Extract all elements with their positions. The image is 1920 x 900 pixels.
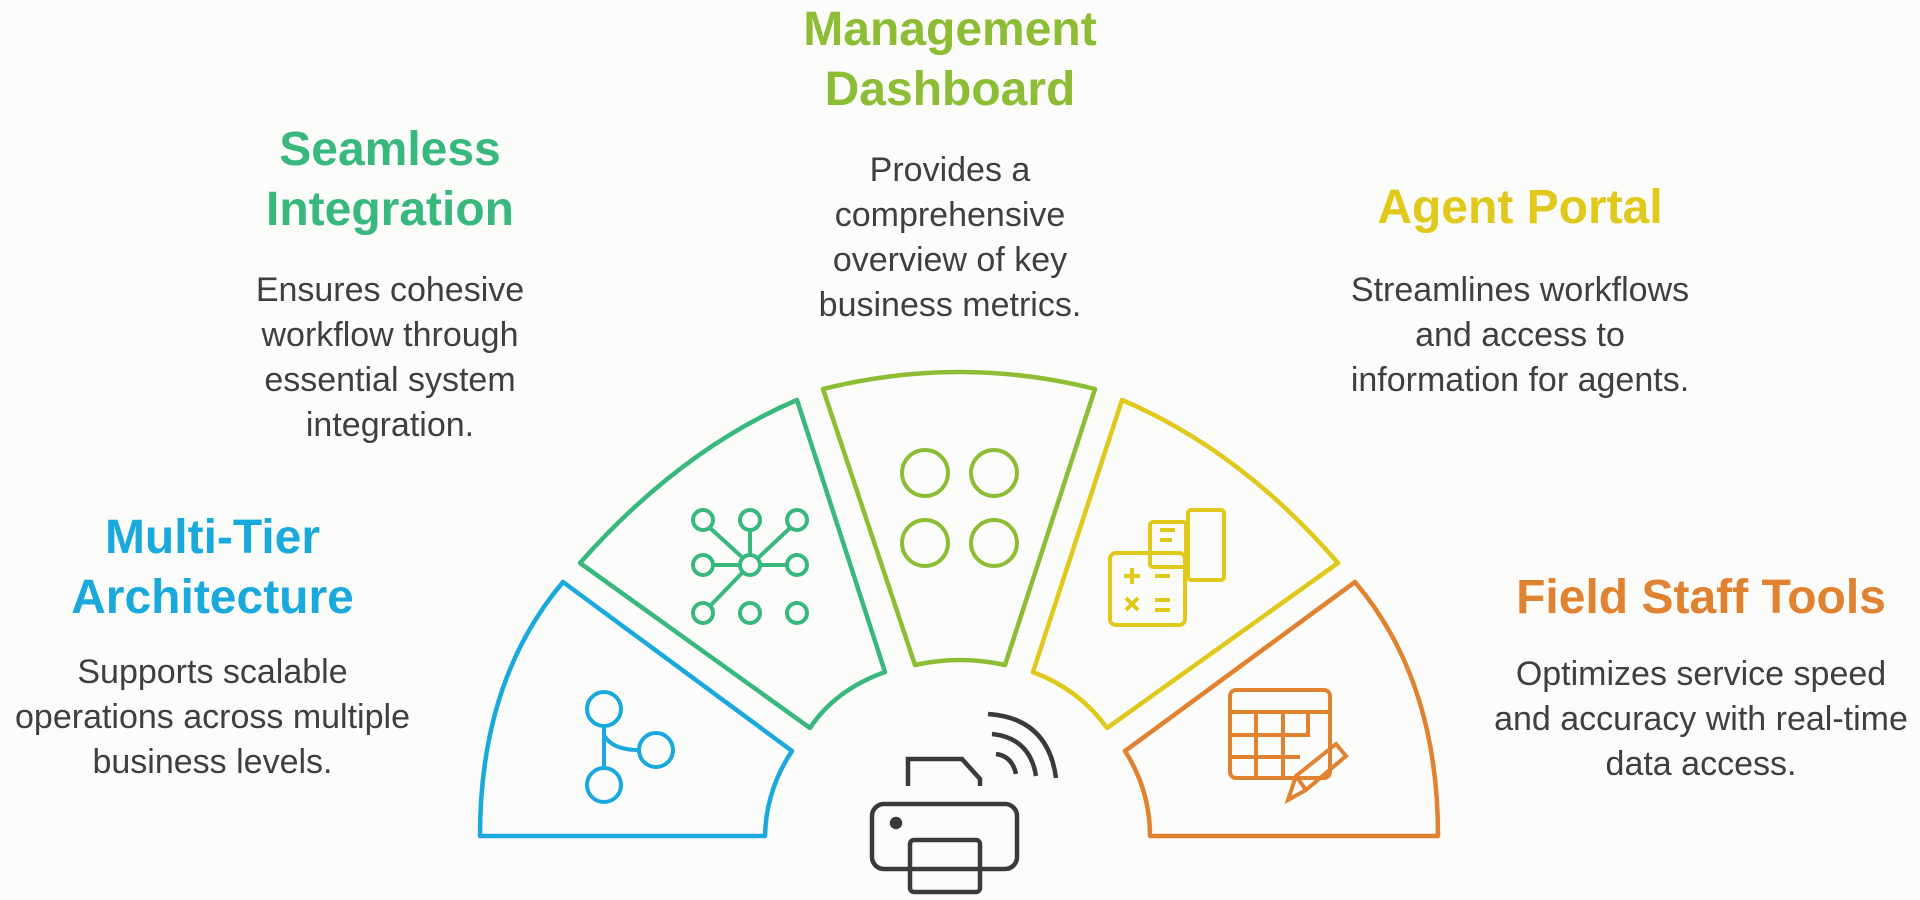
label-seamless: Seamless Integration Ensures cohesive wo… — [240, 120, 540, 448]
label-management: Management Dashboard Provides a comprehe… — [780, 0, 1120, 328]
segment-field — [1122, 579, 1441, 839]
title-field: Field Staff Tools — [1516, 571, 1886, 624]
segment-management — [820, 369, 1098, 668]
desc-seamless: Ensures cohesive workflow through essent… — [255, 271, 525, 444]
desc-multi-tier: Supports scalable operations across mult… — [15, 653, 410, 781]
label-agent: Agent Portal Streamlines workflows and a… — [1310, 178, 1730, 403]
network-icon — [691, 508, 809, 625]
title-management: Management Dashboard — [803, 3, 1097, 116]
wireless-printer-icon — [869, 711, 1059, 895]
branch-icon — [585, 690, 675, 804]
desc-field: Optimizes service speed and accuracy wit… — [1494, 655, 1908, 783]
segment-multi-tier — [477, 579, 795, 839]
desc-agent: Streamlines workflows and access to info… — [1350, 271, 1690, 399]
spreadsheet-pencil-icon — [1228, 688, 1349, 805]
segment-seamless — [577, 397, 888, 731]
label-multi-tier: Multi-Tier Architecture Supports scalabl… — [10, 508, 415, 785]
desc-management: Provides a comprehensive overview of key… — [818, 151, 1082, 324]
four-circles-icon — [900, 448, 1019, 568]
title-multi-tier: Multi-Tier Architecture — [71, 511, 354, 624]
segment-agent — [1030, 397, 1341, 731]
calculator-documents-icon — [1108, 508, 1226, 627]
title-agent: Agent Portal — [1377, 181, 1663, 234]
label-field: Field Staff Tools Optimizes service spee… — [1488, 568, 1914, 787]
title-seamless: Seamless Integration — [266, 123, 514, 236]
